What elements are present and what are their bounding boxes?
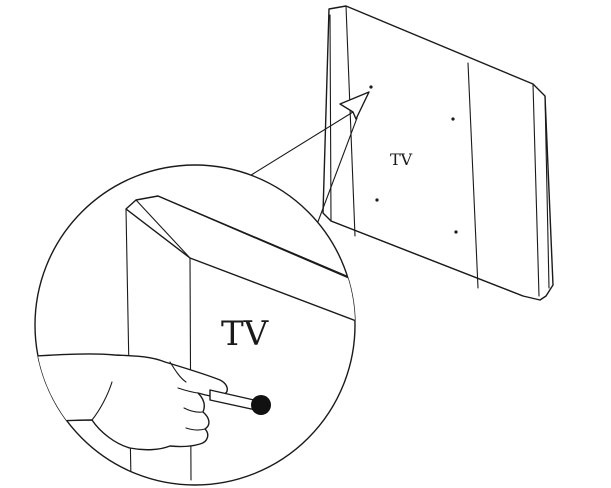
callout-lines [247,91,370,228]
mounting-hole-top-right [451,117,455,121]
tv-label-zoom: TV [221,314,270,354]
zoomed-tv-corner [125,195,355,481]
mounting-hole-top-left [369,85,373,89]
tv-back-panel [322,5,554,301]
mounting-holes [369,85,458,234]
zoom-circle: TV [34,164,356,486]
mounting-hole-bottom-left [375,198,379,202]
marker-dot [251,395,271,415]
tv-label-main: TV [390,150,413,169]
hand-with-marker [35,353,228,451]
arrow-head-icon [339,91,370,120]
mounting-hole-bottom-right [454,230,458,234]
